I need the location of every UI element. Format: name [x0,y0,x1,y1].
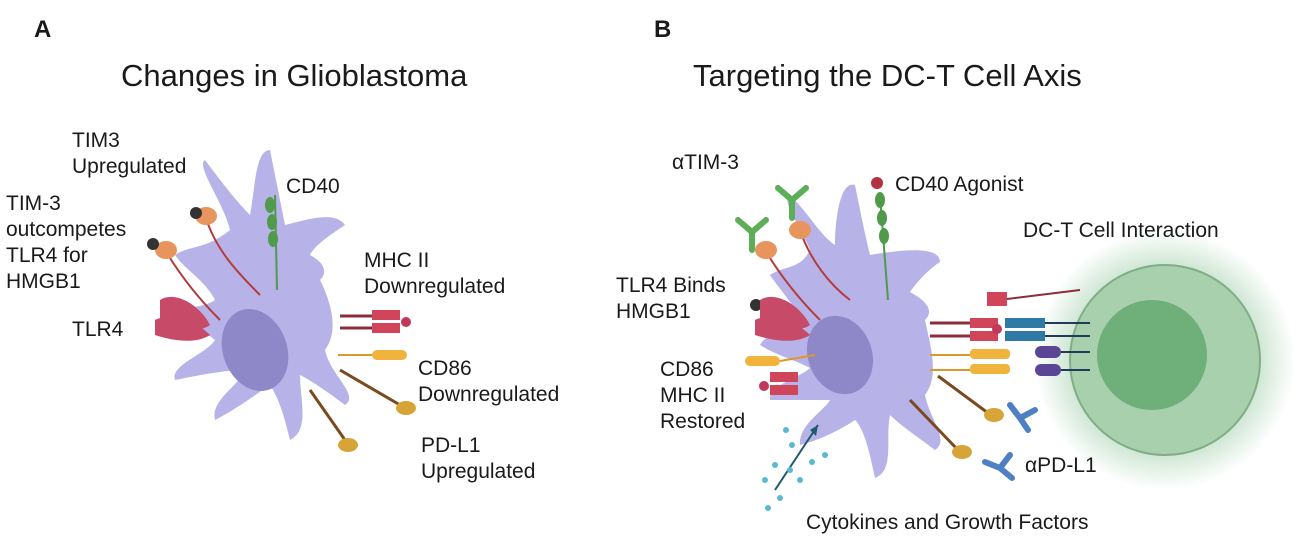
panel-b: B Targeting the DC-T Cell Axis αTIM-3 CD… [616,0,1299,543]
label-cytokines: Cytokines and Growth Factors [806,511,1089,534]
label-cd40: CD40 [286,175,340,198]
panel-a-illustration [147,150,416,452]
panel-b-letter: B [654,16,672,43]
t-cell-nucleus [1097,300,1207,410]
label-tlr4-binds: TLR4 Binds HMGB1 [616,274,726,323]
panel-a-letter: A [34,16,52,43]
panel-b-title: Targeting the DC-T Cell Axis [693,58,1082,93]
panel-a-title: Changes in Glioblastoma [121,58,468,93]
label-cd40-agonist: CD40 Agonist [895,173,1024,196]
panel-a: A Changes in Glioblastoma TIM3 Upregulat… [0,0,640,543]
panel-b-illustration [735,177,1295,511]
nucleus-a [221,309,289,391]
label-restored: CD86 MHC II Restored [660,358,746,433]
label-tim3-outcompetes: TIM-3 outcompetes TLR4 for HMGB1 [6,192,127,293]
label-tim3-upregulated: TIM3 Upregulated [72,129,187,178]
nucleus-b [806,315,874,395]
label-pdl1-upregulated: PD-L1 Upregulated [421,434,536,483]
label-anti-tim3: αTIM-3 [672,151,739,174]
label-tlr4: TLR4 [72,318,124,341]
label-cd86-downregulated: CD86 Downregulated [418,357,560,406]
label-mhc2-downregulated: MHC II Downregulated [364,249,506,298]
label-dc-t-interaction: DC-T Cell Interaction [1023,219,1219,242]
label-anti-pdl1: αPD-L1 [1025,454,1097,477]
